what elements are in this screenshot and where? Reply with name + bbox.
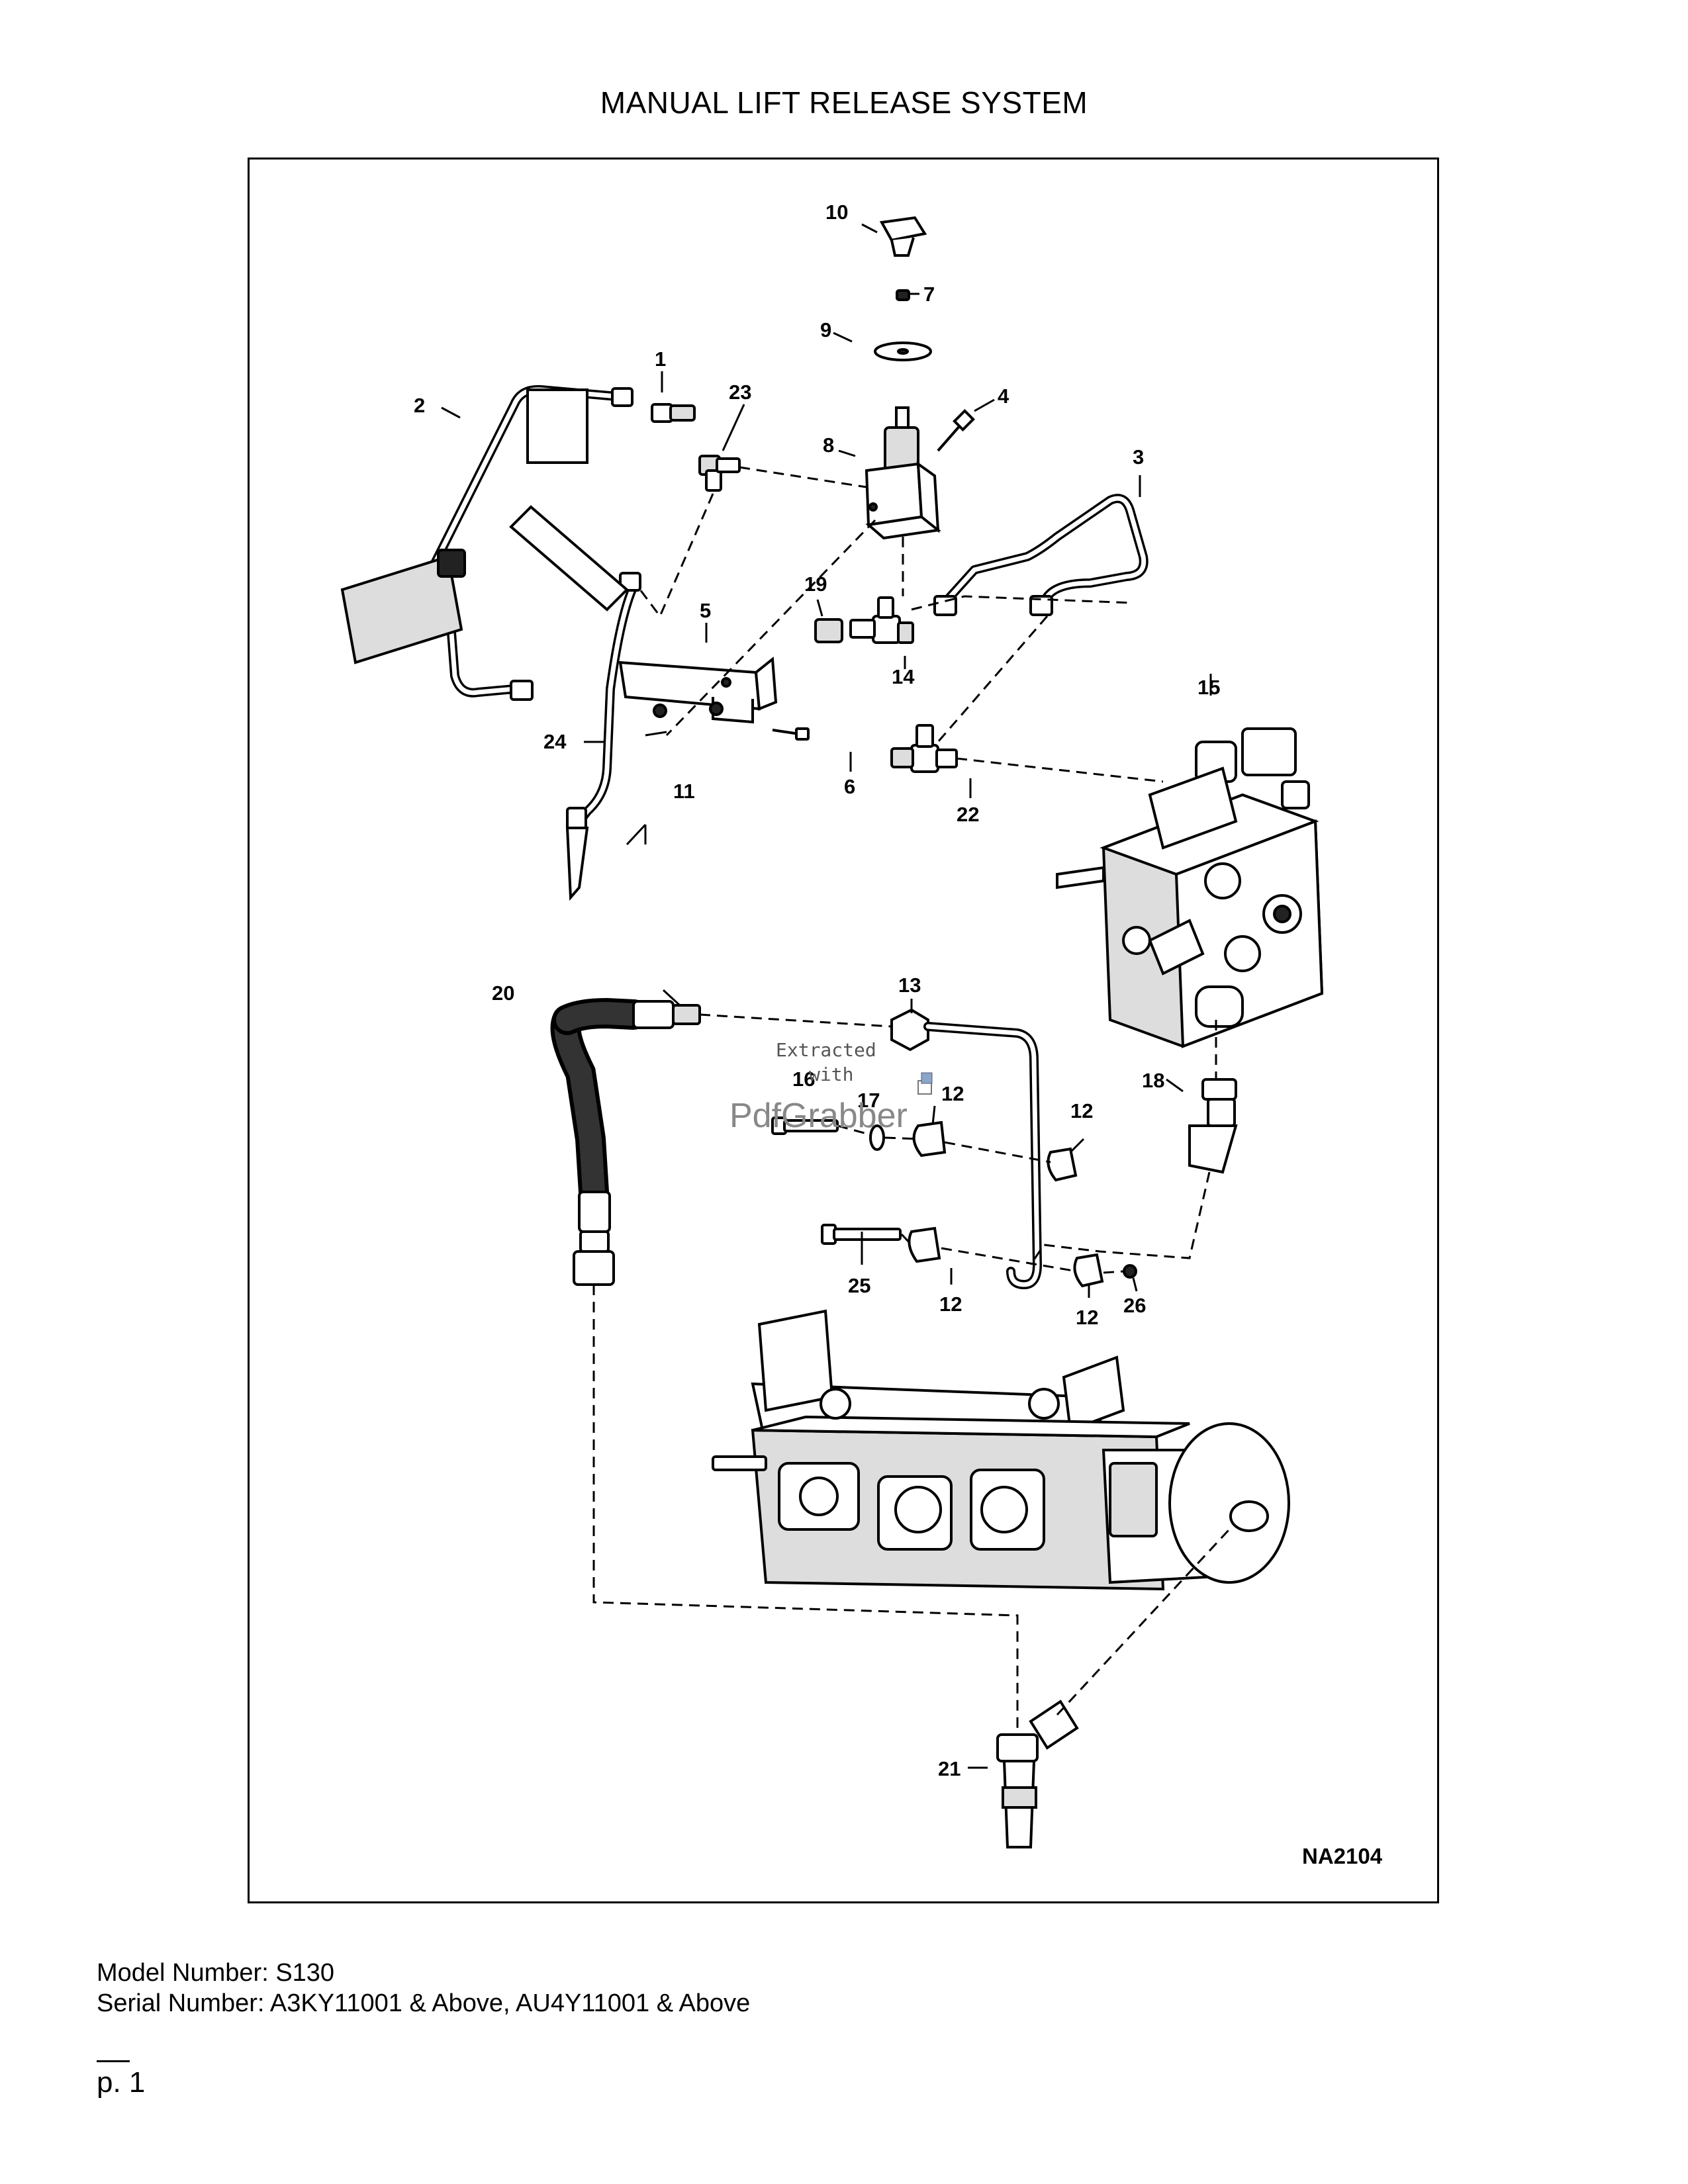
connection-lines [592,466,1231,1735]
watermark-icon-inner [921,1072,933,1084]
callout-8: 8 [823,433,834,457]
parts-diagram: 1 2 3 4 5 6 7 8 9 10 11 12 12 12 12 13 1… [340,201,1383,1868]
callout-12-top-left: 12 [941,1082,964,1105]
callout-25: 25 [848,1274,870,1297]
part-26-nut [1123,1264,1137,1279]
part-20-hose [550,997,701,1286]
part-3-tube [933,494,1149,616]
callout-1: 1 [655,347,666,371]
callout-6: 6 [844,775,855,798]
part-16-bolt [771,1116,839,1135]
callout-12-bottom-left: 12 [939,1293,962,1316]
pump-tube [923,1022,1042,1289]
callout-11: 11 [673,780,695,803]
callout-7: 7 [923,283,935,306]
callout-5: 5 [700,599,711,622]
callouts: 1 2 3 4 5 6 7 8 9 10 11 12 12 12 12 13 1… [414,201,1220,1780]
part-4-bolt [937,409,975,452]
part-5-bracket [618,657,778,724]
part-22-tee-fitting [890,724,958,773]
part-24-tube [509,505,641,901]
callout-9: 9 [820,318,831,341]
watermark: Extracted with PdfGrabber [729,1039,933,1135]
callout-21: 21 [938,1757,961,1780]
callout-19: 19 [804,572,827,596]
callout-12-top-right: 12 [1070,1099,1093,1122]
callout-17: 17 [857,1089,880,1112]
part-6-bolt [772,727,810,741]
part-15-control-valve [1056,727,1324,1048]
part-13-fitting [890,1008,929,1052]
part-9-washer [874,341,932,361]
part-17-washer [869,1124,885,1151]
footer-info: Model Number: S130 Serial Number: A3KY11… [97,1958,750,2019]
callout-4: 4 [998,385,1009,408]
drawing-id: NA2104 [1302,1844,1383,1868]
model-number: Model Number: S130 [97,1959,335,1987]
page-number: p. 1 [97,2066,146,2099]
part-11-nuts [653,702,724,718]
part-14-tee-fitting [849,596,914,644]
callout-2: 2 [414,394,425,417]
callout-12-bottom-mid: 12 [1076,1306,1098,1329]
serial-number: Serial Number: A3KY11001 & Above, AU4Y11… [97,1989,751,2017]
callout-18: 18 [1142,1069,1164,1092]
part-21-elbow-fitting [996,1700,1079,1848]
callout-14: 14 [892,665,915,688]
part-25-bolt [821,1224,902,1245]
callout-3: 3 [1133,445,1144,469]
part-2-tube [340,385,633,701]
callout-24: 24 [543,730,567,753]
page-title: MANUAL LIFT RELEASE SYSTEM [600,85,1088,120]
callout-23: 23 [729,381,751,404]
callout-20: 20 [492,981,514,1005]
part-8-valve-block [865,406,941,540]
callout-16: 16 [792,1068,815,1091]
part-12-clamps [908,1120,1104,1288]
callout-15: 15 [1197,676,1220,699]
callout-26: 26 [1123,1294,1146,1317]
callout-13: 13 [898,974,921,997]
callout-22: 22 [957,803,979,826]
part-1-fitting [651,403,696,423]
part-23-elbow-fitting [698,455,741,492]
part-10-knob [879,216,927,257]
parts-diagram-frame: 1 2 3 4 5 6 7 8 9 10 11 12 12 12 12 13 1… [248,158,1439,1903]
watermark-brand: PdfGrabber [729,1097,908,1135]
part-18-elbow-fitting [1188,1078,1238,1174]
page-number-rule [97,2060,130,2062]
part-7-nut [896,289,910,301]
part-19-cap [814,618,843,643]
callout-10: 10 [825,201,848,224]
hydrostatic-pump [712,1309,1290,1591]
watermark-line-1: Extracted [776,1039,876,1061]
watermark-line-2: with [809,1064,853,1085]
callout-leaders [441,223,1212,1769]
